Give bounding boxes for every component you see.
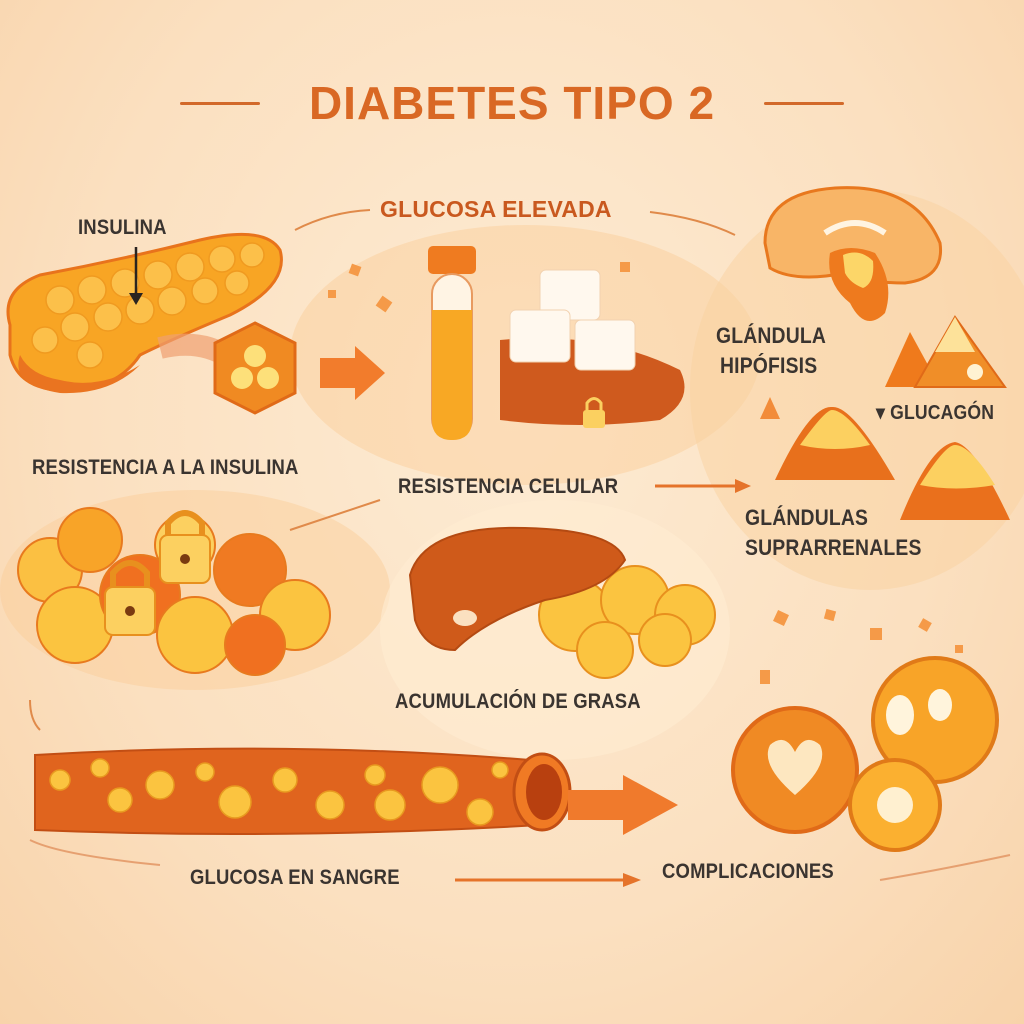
title-rule-left <box>180 102 260 105</box>
label-glandulas-suprarrenales-2: SUPRARRENALES <box>745 535 922 560</box>
label-resistencia-celular: RESISTENCIA CELULAR <box>398 475 619 498</box>
label-insulina: INSULINA <box>78 216 167 239</box>
page-title: DIABETES TIPO 2 <box>308 77 716 129</box>
adrenal-gland-icon-left <box>775 406 895 480</box>
double-arrow-icon <box>568 775 678 835</box>
label-glucosa-elevada: GLUCOSA ELEVADA <box>380 196 612 222</box>
arrow-right-icon <box>655 479 751 493</box>
adrenal-gland-icon-top <box>885 315 1007 388</box>
brain-pituitary-icon <box>763 186 943 321</box>
adrenal-gland-icon-right <box>900 442 1010 520</box>
fat-cells-icon <box>17 507 331 676</box>
blood-vessel-icon <box>34 747 572 835</box>
title-rule-right <box>764 102 844 105</box>
label-glandula-hipofisis-1: GLÁNDULA <box>716 323 827 348</box>
hormone-hexagon-icon <box>157 321 385 415</box>
padlock-icon <box>583 397 605 428</box>
label-resistencia-insulina: RESISTENCIA A LA INSULINA <box>32 456 299 479</box>
down-arrow-icon: ▾ <box>876 402 891 424</box>
arrow-right-bottom-icon <box>455 873 641 887</box>
label-glucosa-sangre: GLUCOSA EN SANGRE <box>190 866 400 889</box>
label-glucagon: ▾ GLUCAGÓN <box>876 400 994 425</box>
label-complicaciones: COMPLICACIONES <box>662 860 834 883</box>
liver-icon <box>408 526 716 679</box>
label-glandula-hipofisis-2: HIPÓFISIS <box>720 353 818 378</box>
label-glandulas-suprarrenales-1: GLÁNDULAS <box>745 505 869 530</box>
sugar-cubes-icon <box>500 269 685 428</box>
pancreas-icon <box>6 232 283 394</box>
label-acumulacion-grasa: ACUMULACIÓN DE GRASA <box>395 690 641 713</box>
heart-cell-icon <box>731 656 999 852</box>
triangle-dot-icon <box>760 397 780 419</box>
test-tube-icon <box>428 246 476 440</box>
glucagon-text: GLUCAGÓN <box>890 402 995 424</box>
